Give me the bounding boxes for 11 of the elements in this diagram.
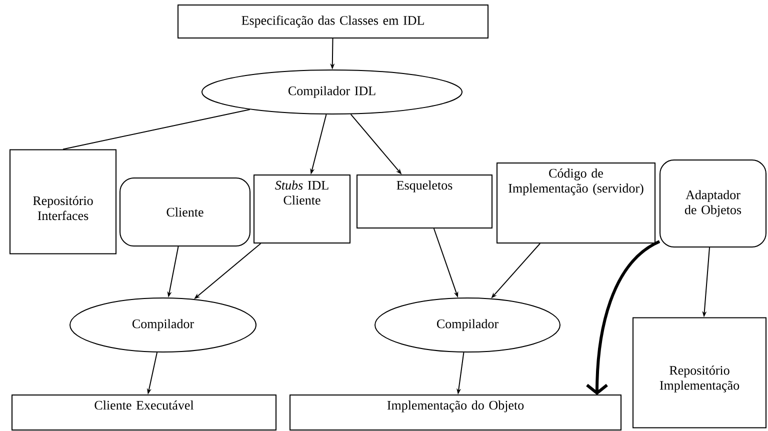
process-box: Especificação das Classes em IDL [178, 4, 488, 38]
database-cylinder: Repositório Interfaces [10, 149, 116, 254]
process-box: Implementação do Objeto [290, 394, 622, 430]
process-box: Esqueletos [356, 174, 492, 228]
process-box: Cliente [120, 178, 250, 246]
process-box: Código de Implementação (servidor) [496, 162, 656, 244]
arrow [586, 240, 660, 395]
database-cylinder: Repositório Implementação [632, 317, 766, 428]
process-box: Stubs IDL Cliente [254, 174, 350, 244]
process-box: Cliente Executável [12, 394, 276, 430]
process-box: Adaptador de Objetos [660, 160, 766, 248]
